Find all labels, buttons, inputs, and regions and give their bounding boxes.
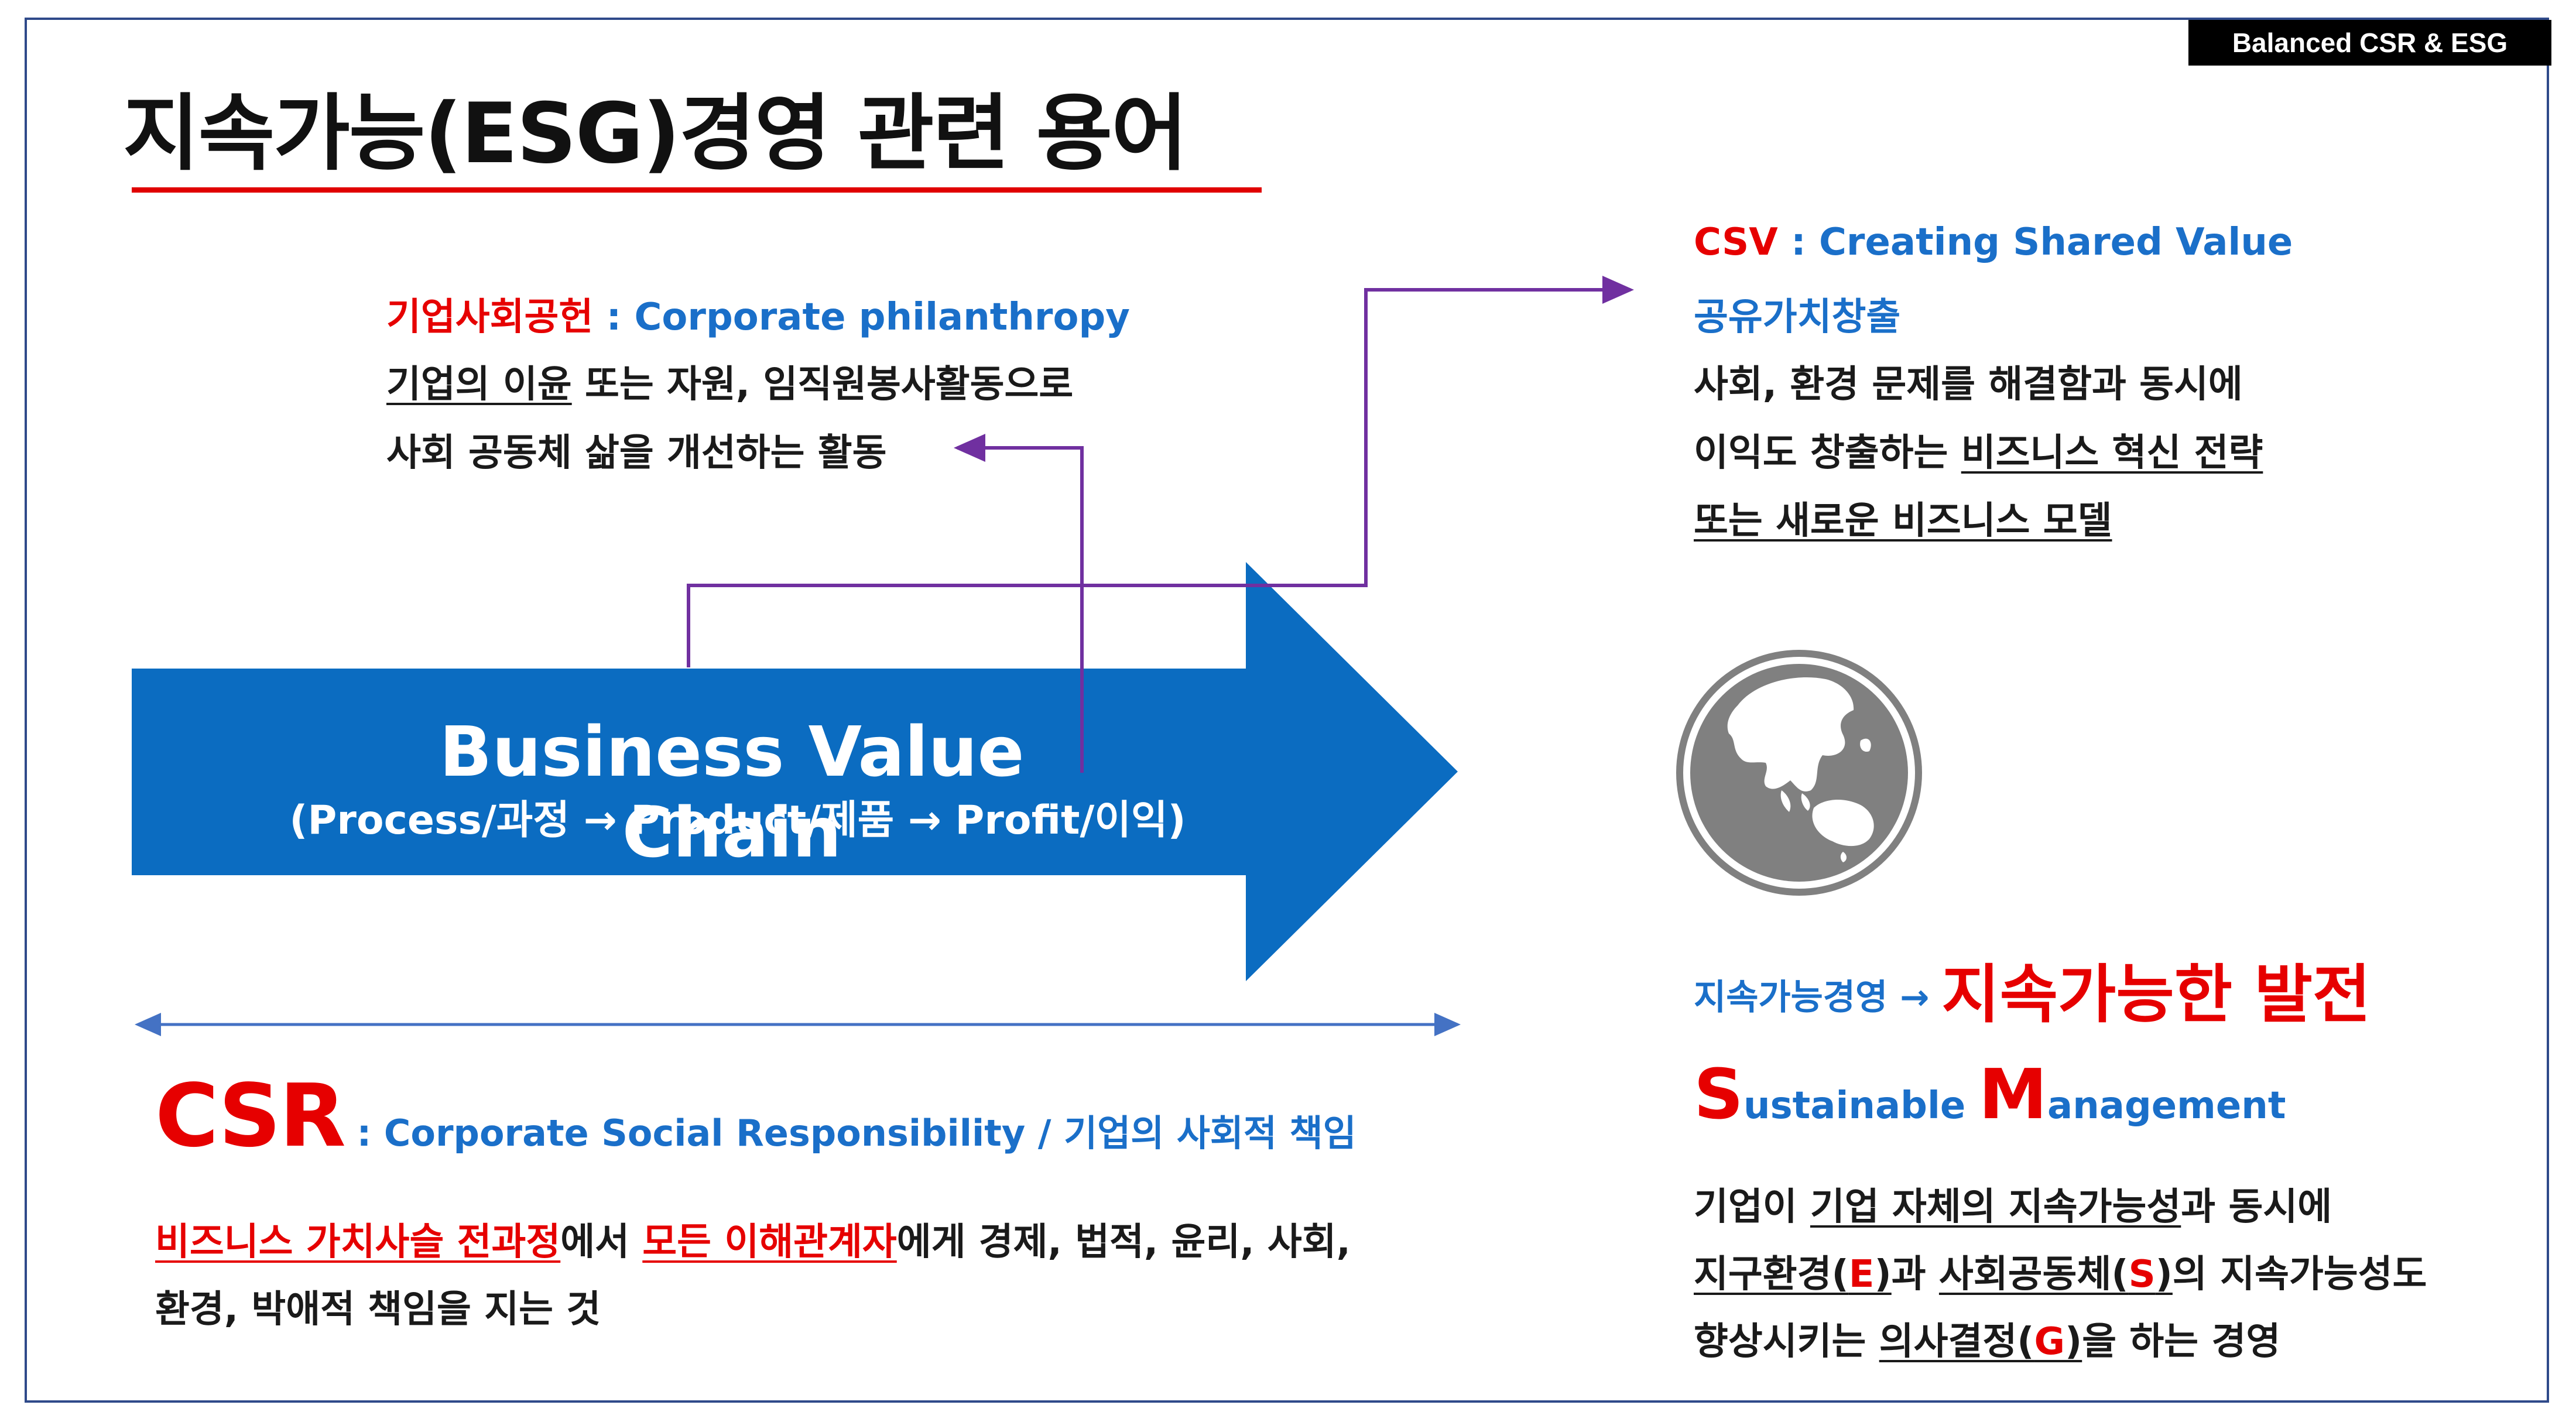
value-chain-title: Business Value Chain [439,711,1025,873]
social-community-text: 사회공동체(S) [1939,1253,2173,1296]
globe-icon [1676,650,1922,896]
header-tag: Balanced CSR & ESG [2188,20,2551,66]
sustainable-line-3-plain: 향상시키는 [1694,1320,1879,1363]
sustainable-lead: 지속가능경영 → [1694,977,1942,1018]
csr-all-stakeholders: 모든 이해관계자 [642,1221,897,1264]
philanthropy-term: 기업사회공헌 [386,296,594,339]
philanthropy-line-1-rest: 또는 자원, 임직원봉사활동으로 [571,363,1074,406]
philanthropy-line-1: 기업의 이윤 또는 자원, 임직원봉사활동으로 [386,354,1073,408]
csr-line-1-rest: 에게 경제, 법적, 윤리, 사회, [896,1221,1351,1264]
philanthropy-heading: 기업사회공헌 : Corporate philanthropy [386,287,1130,341]
csv-line-2: 이익도 창출하는 비즈니스 혁신 전략 [1694,423,2263,477]
sustainable-heading: 지속가능경영 → 지속가능한 발전 [1694,937,2371,1032]
slide-frame [25,18,2549,1403]
earth-environment-close: ) [1874,1253,1892,1296]
csr-heading: CSR : Corporate Social Responsibility / … [155,1065,1356,1166]
social-community-close: ) [2155,1253,2173,1296]
csv-line-3: 또는 새로운 비즈니스 모델 [1694,491,2112,544]
sustainable-line-1-plain: 기업이 [1694,1185,1810,1229]
sustainable-line-2-mid: 과 [1891,1253,1939,1296]
word-sustainable-rest: ustainable [1743,1084,1979,1128]
letter-g: G [2034,1320,2065,1363]
philanthropy-profit-text: 기업의 이윤 [386,363,572,406]
connector-to-philanthropy [954,434,1084,773]
letter-s: S [1694,1054,1743,1135]
philanthropy-line-2: 사회 공동체 삶을 개선하는 활동 [386,431,887,475]
page-title: 지속가능(ESG)경영 관련 용어 [123,85,1188,182]
philanthropy-english: : Corporate philanthropy [593,296,1130,339]
csv-heading: CSV : Creating Shared Value [1694,221,2293,264]
title-underline [132,187,1262,193]
csr-line-1: 비즈니스 가치사슬 전과정에서 모든 이해관계자에게 경제, 법적, 윤리, 사… [155,1212,1351,1266]
csv-business-innovation: 비즈니스 혁신 전략 [1961,431,2263,475]
decision-making-text: 의사결정(G) [1879,1320,2082,1363]
csv-korean: 공유가치창출 [1694,296,1901,339]
csr-english: : Corporate Social Responsibility / 기업의 … [344,1112,1356,1154]
value-chain-subtitle: (Process/과정 → Product/제품 → Profit/이익) [289,797,1186,844]
csv-new-business-model: 또는 새로운 비즈니스 모델 [1694,499,2112,543]
csv-line-1: 사회, 환경 문제를 해결함과 동시에 [1694,363,2243,406]
word-management-rest: anagement [2047,1084,2286,1128]
sustainable-self-sustainability: 기업 자체의 지속가능성 [1810,1185,2181,1229]
decision-making-close: ) [2065,1320,2082,1363]
decision-making-label: 의사결정( [1879,1320,2034,1363]
sustainable-development-highlight: 지속가능한 발전 [1941,958,2371,1032]
csv-term: CSV [1694,221,1778,264]
sustainable-line-1-rest: 과 동시에 [2181,1185,2332,1229]
csv-english: : Creating Shared Value [1777,221,2293,264]
earth-environment-label: 지구환경( [1694,1253,1849,1296]
letter-m: M [1978,1054,2047,1135]
csr-term: CSR [155,1065,346,1166]
sustainable-management-heading: Sustainable Management [1694,1054,2286,1135]
connector-to-csv [687,276,1634,667]
sustainable-line-3: 향상시키는 의사결정(G)을 하는 경영 [1694,1311,2280,1365]
letter-e: E [1848,1253,1875,1296]
sustainable-line-2: 지구환경(E)과 사회공동체(S)의 지속가능성도 [1694,1244,2427,1298]
social-community-label: 사회공동체( [1938,1253,2129,1296]
csr-line-2: 환경, 박애적 책임을 지는 것 [155,1288,601,1331]
csr-value-chain-process: 비즈니스 가치사슬 전과정 [155,1221,561,1264]
sustainable-line-3-rest: 을 하는 경영 [2082,1320,2281,1363]
letter-s-social: S [2128,1253,2156,1296]
csv-line-2-plain: 이익도 창출하는 [1694,431,1961,475]
earth-environment-text: 지구환경(E) [1694,1253,1892,1296]
sustainable-line-2-rest: 의 지속가능성도 [2172,1253,2427,1296]
csr-line-1-mid: 에서 [560,1221,643,1264]
sustainable-line-1: 기업이 기업 자체의 지속가능성과 동시에 [1694,1177,2332,1231]
